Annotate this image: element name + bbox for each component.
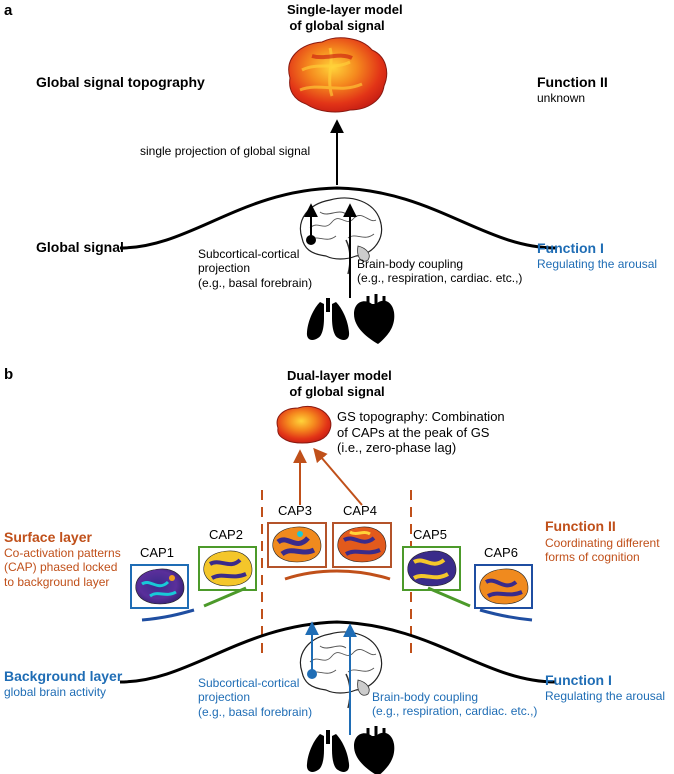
global-signal-label: Global signal: [36, 239, 124, 255]
cap3-box: [267, 522, 327, 568]
brain-icon: [299, 197, 383, 275]
subcortical-line2-b: projection: [198, 690, 251, 705]
cap4-box: [332, 522, 392, 568]
topo-line3: (i.e., zero-phase lag): [337, 440, 457, 456]
single-projection-label: single projection of global signal: [140, 144, 311, 158]
heart-icon: [354, 294, 395, 344]
subcortical-label-a: Subcortical-cortical projection (e.g., b…: [198, 247, 312, 290]
surface-segment-cap1: [141, 608, 195, 622]
cap6-label: CAP6: [484, 545, 518, 560]
gs-topography-label: Global signal topography: [36, 74, 205, 90]
basal-forebrain-dot-b: [307, 669, 317, 679]
function2-desc-a: unknown: [537, 91, 586, 105]
surface-layer-desc: Co-activation patterns (CAP) phased lock…: [4, 546, 121, 589]
subcortical-line1-b: Subcortical-cortical: [198, 676, 300, 690]
cap3-label: CAP3: [278, 503, 312, 518]
function2-line1-b: Coordinating different: [545, 536, 660, 550]
panel-a-label: a: [4, 2, 13, 19]
cap2-label: CAP2: [209, 527, 243, 542]
cap4-label: CAP4: [343, 503, 377, 518]
panel-a-title-line2: of global signal: [289, 18, 385, 34]
brain-icon-b: [299, 631, 383, 709]
cap2-box: [198, 546, 257, 591]
subcortical-line3-b: (e.g., basal forebrain): [198, 704, 313, 719]
subcortical-line2-a: projection: [198, 261, 251, 276]
function2-desc-b: Coordinating different forms of cognitio…: [545, 536, 660, 565]
cap6-box: [474, 564, 533, 609]
function2-line2-b: forms of cognition: [545, 550, 640, 565]
surface-layer-title: Surface layer: [4, 529, 92, 545]
function1-title-a: Function I: [537, 240, 604, 256]
gs-topography-brain-icon: [288, 37, 388, 113]
brainbody-line2-a: (e.g., respiration, cardiac. etc.,): [357, 271, 523, 286]
function2-title-b: Function II: [545, 518, 616, 534]
background-layer-curve: [119, 620, 557, 684]
basal-forebrain-dot: [306, 235, 316, 245]
brainbody-line2-b: (e.g., respiration, cardiac. etc.,): [372, 704, 538, 719]
panel-b-title: Dual-layer model of global signal: [287, 368, 392, 401]
surface-line1: Co-activation patterns: [4, 546, 121, 560]
gs-topography-small-brain-icon: [276, 405, 332, 444]
heart-icon-b: [354, 726, 395, 774]
panel-b-title-line1: Dual-layer model: [287, 368, 392, 383]
topo-line1: GS topography: Combination: [337, 409, 505, 424]
lungs-icon-b: [306, 730, 350, 772]
cap5-box: [402, 546, 461, 591]
surface-line3: to background layer: [4, 574, 110, 589]
surface-segment-cap6: [479, 608, 533, 622]
brainbody-label-b: Brain-body coupling (e.g., respiration, …: [372, 690, 537, 719]
function1-title-b: Function I: [545, 672, 612, 688]
panel-a-title-line1: Single-layer model: [287, 2, 403, 17]
function1-desc-b: Regulating the arousal: [545, 689, 666, 703]
subcortical-line3-a: (e.g., basal forebrain): [198, 275, 313, 290]
background-layer-desc: global brain activity: [4, 685, 107, 699]
function1-desc-a: Regulating the arousal: [537, 257, 658, 271]
brainbody-line1-b: Brain-body coupling: [372, 690, 479, 704]
global-signal-curve: [119, 186, 557, 250]
function2-title-a: Function II: [537, 74, 608, 90]
cap1-label: CAP1: [140, 545, 174, 560]
surface-segment-cap5: [427, 586, 471, 608]
topo-line2: of CAPs at the peak of GS: [337, 424, 490, 440]
cap1-box: [130, 564, 189, 609]
panel-b-label: b: [4, 366, 14, 383]
lungs-icon: [306, 298, 350, 340]
surface-line2: (CAP) phased locked: [4, 560, 118, 575]
gs-topography-combination: GS topography: Combination of CAPs at th…: [337, 409, 505, 456]
background-layer-title: Background layer: [4, 668, 123, 684]
panel-b-title-line2: of global signal: [289, 384, 385, 400]
cap5-label: CAP5: [413, 527, 447, 542]
panel-a-title: Single-layer model of global signal: [287, 2, 403, 35]
subcortical-label-b: Subcortical-cortical projection (e.g., b…: [198, 676, 312, 719]
subcortical-line1-a: Subcortical-cortical: [198, 247, 300, 261]
cap4-arrow: [313, 447, 363, 506]
brainbody-line1-a: Brain-body coupling: [357, 257, 464, 271]
surface-segment-peak: [284, 569, 391, 581]
surface-segment-cap2: [203, 586, 247, 608]
brainbody-label-a: Brain-body coupling (e.g., respiration, …: [357, 257, 522, 286]
